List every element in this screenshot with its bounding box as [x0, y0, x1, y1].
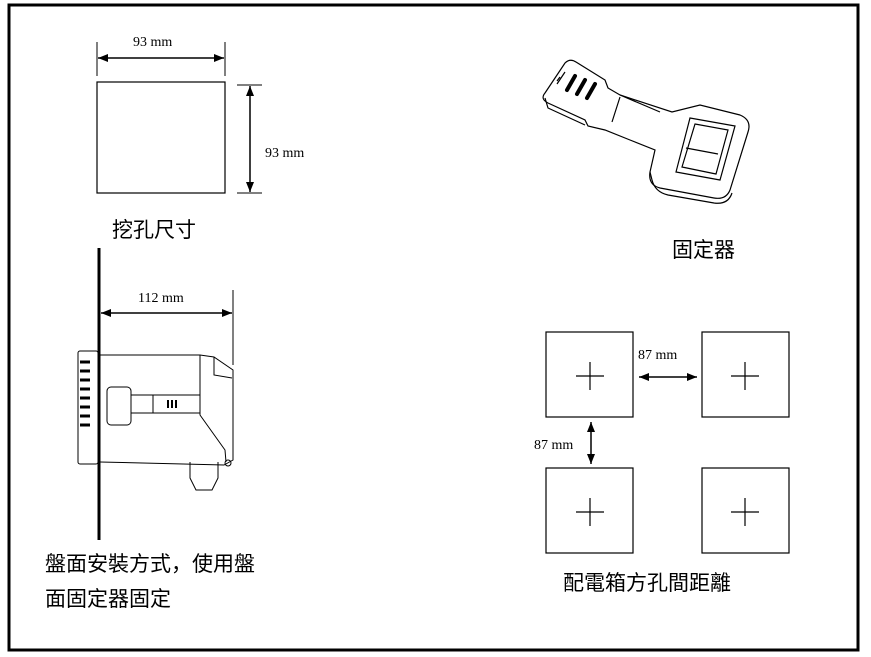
center-cross-icon: [576, 362, 759, 526]
cutout-box: [701, 331, 790, 418]
cutout-width-label: 93 mm: [133, 35, 172, 50]
device-side-view: [77, 350, 234, 491]
side-view-caption-line2: 面固定器固定: [45, 587, 171, 611]
side-view-diagram: 112 mm 盤面安裝方式，使用盤 面固定器固定: [45, 248, 255, 611]
spacing-diagram: 87 mm 87 mm 配電箱方孔間距離: [534, 331, 790, 595]
depth-label: 112 mm: [138, 291, 184, 306]
bracket-caption: 固定器: [672, 238, 735, 262]
cutout-diagram: 93 mm 93 mm 挖孔尺寸: [96, 35, 304, 242]
outer-frame: [7, 3, 860, 652]
cutout-rect: [96, 81, 226, 194]
cutout-box: [545, 331, 634, 418]
horizontal-spacing-label: 87 mm: [638, 348, 677, 363]
cutout-box: [545, 467, 634, 554]
cutout-height-label: 93 mm: [265, 146, 304, 161]
cutout-box: [701, 467, 790, 554]
cutout-caption: 挖孔尺寸: [112, 218, 196, 242]
bracket-illustration: 固定器: [542, 59, 750, 262]
vertical-spacing-label: 87 mm: [534, 438, 573, 453]
spacing-caption: 配電箱方孔間距離: [563, 571, 731, 595]
side-view-caption-line1: 盤面安裝方式，使用盤: [45, 552, 255, 576]
